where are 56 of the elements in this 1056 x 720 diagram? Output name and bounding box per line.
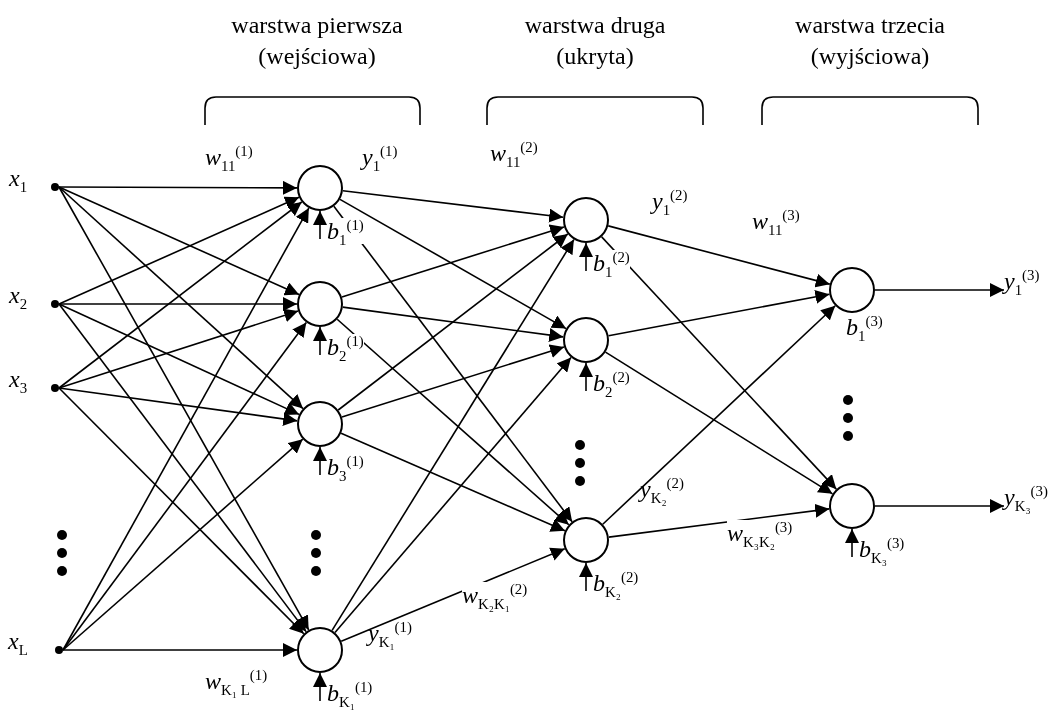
arrow <box>58 303 300 416</box>
arrow <box>339 198 567 330</box>
arrow <box>340 432 566 532</box>
neuron-circle <box>297 627 343 673</box>
arrow <box>331 238 575 632</box>
bias-arrow <box>313 446 327 476</box>
arrow <box>58 186 300 296</box>
arrow <box>58 196 300 305</box>
neuron-circle <box>563 517 609 563</box>
arrow <box>334 356 572 634</box>
arrow <box>58 186 304 410</box>
neuron-circle <box>297 281 343 327</box>
arrow <box>342 306 564 342</box>
bias-arrow <box>313 672 327 702</box>
bias-arrow <box>579 362 593 392</box>
bias-arrow <box>313 210 327 240</box>
bias-arrow <box>579 562 593 592</box>
layer-heading: warstwa pierwsza (wejściowa) <box>230 11 404 72</box>
neuron-circle <box>829 267 875 313</box>
arrow <box>874 283 1005 297</box>
arrow <box>58 201 303 389</box>
arrow <box>342 189 564 223</box>
neuron-circle <box>563 197 609 243</box>
arrow <box>607 289 831 337</box>
bias-arrow <box>579 242 593 272</box>
neuron-circle <box>829 483 875 529</box>
input-label: x$_{1}$ <box>9 165 28 192</box>
arrow <box>336 318 570 526</box>
arrow <box>874 499 1005 513</box>
arrow <box>58 180 298 195</box>
input-label: x$_{2}$ <box>9 282 28 309</box>
arrow <box>601 304 837 526</box>
arrow <box>58 297 298 311</box>
arrow <box>600 236 838 490</box>
layer-heading: warstwa druga (ukryta) <box>523 11 667 72</box>
arrow <box>608 503 830 538</box>
arrow <box>58 387 305 635</box>
arrow <box>607 225 831 288</box>
arrow <box>340 547 566 642</box>
neuron-circle <box>563 317 609 363</box>
input-label: x$_{3}$ <box>9 366 28 393</box>
arrow <box>333 205 573 523</box>
arrow <box>341 224 565 298</box>
neuron-circle <box>297 401 343 447</box>
layer-heading: warstwa trzecia (wyjściowa) <box>794 11 946 72</box>
arrow <box>604 351 834 495</box>
bias-arrow <box>845 528 859 558</box>
neuron-circle <box>297 165 343 211</box>
arrow <box>58 308 299 389</box>
arrow <box>341 344 565 418</box>
arrow <box>62 643 298 657</box>
arrow <box>62 438 304 651</box>
input-label: x$_{L}$ <box>8 628 28 655</box>
arrow <box>337 233 569 411</box>
bias-arrow <box>313 326 327 356</box>
arrow <box>58 387 299 426</box>
